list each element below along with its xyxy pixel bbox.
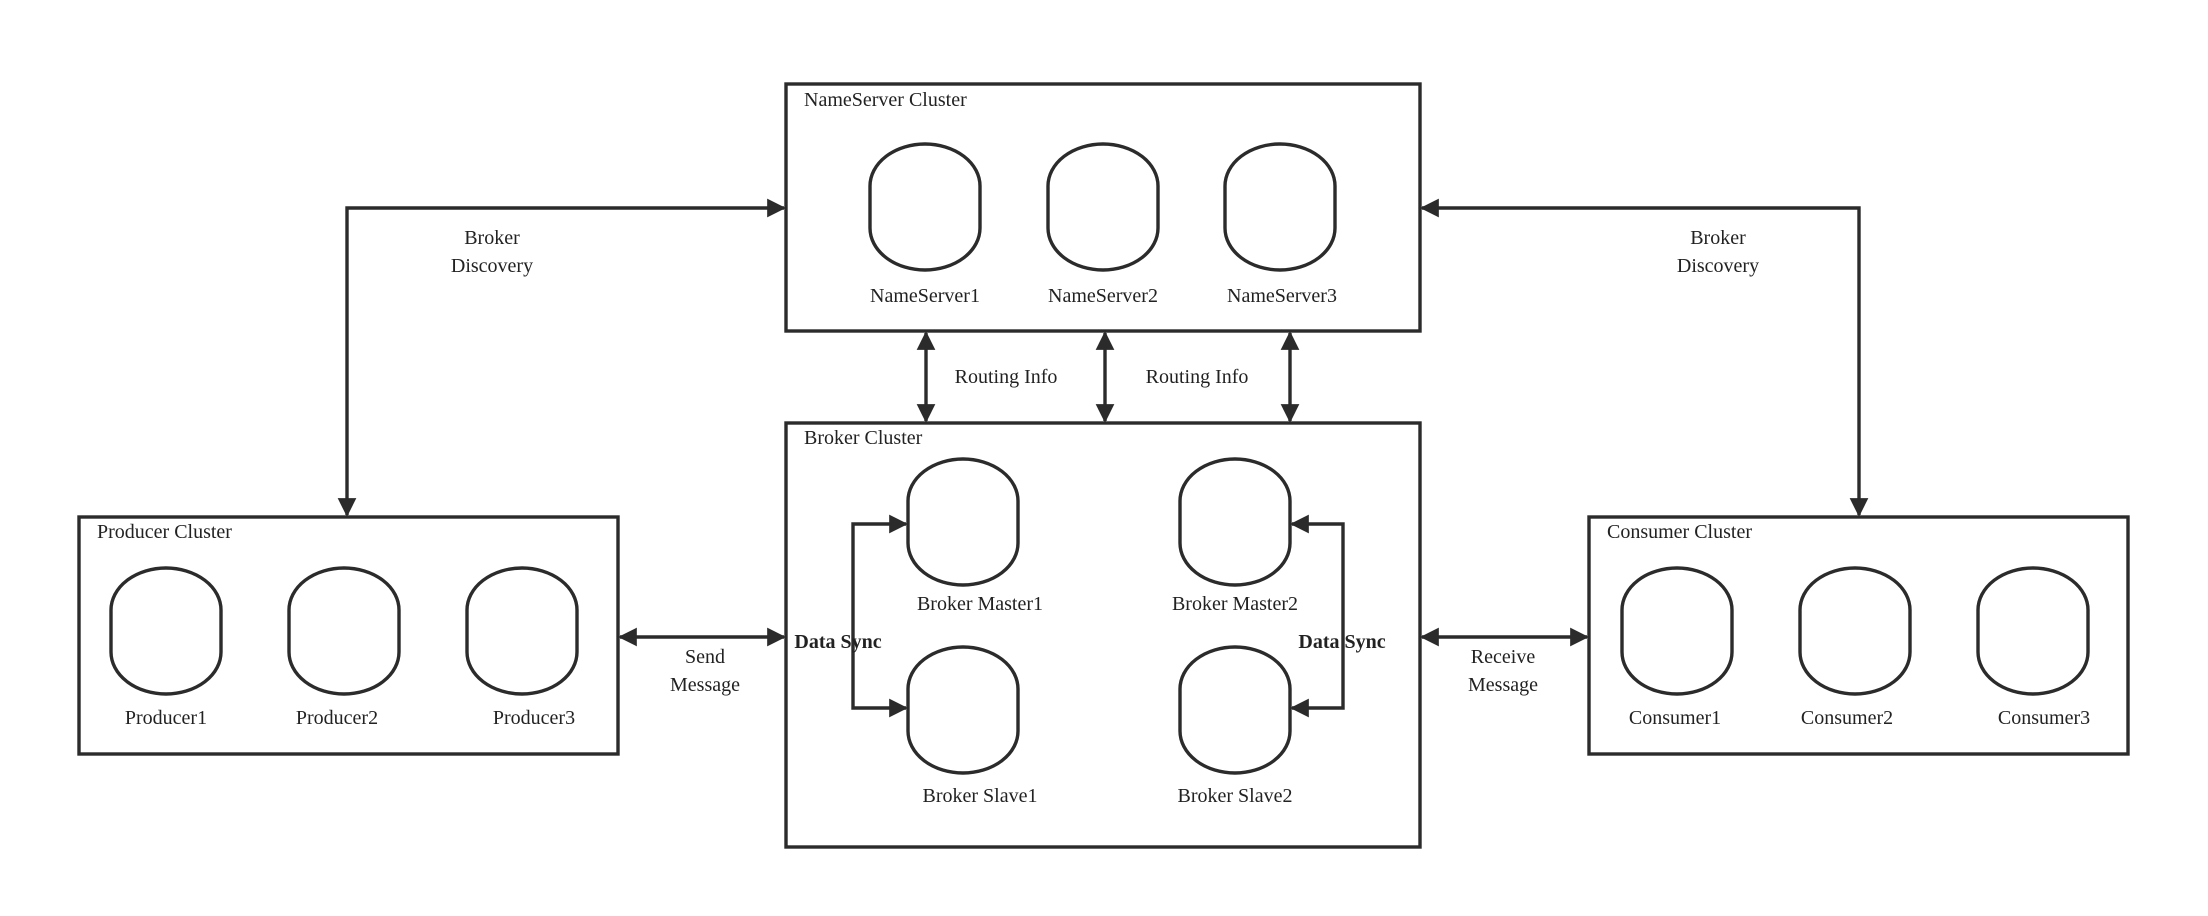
consumer3-label: Consumer3 xyxy=(1998,707,2090,729)
routing-info-label-1: Routing Info xyxy=(955,366,1058,388)
send-message-label-line1: Send xyxy=(685,646,725,668)
nameserver-cluster-box xyxy=(784,82,1422,333)
receive-message-label-line2: Message xyxy=(1468,674,1538,696)
broker-cluster: Broker Cluster Broker Master1 Broker Sla… xyxy=(784,421,1422,849)
producer1-label: Producer1 xyxy=(125,707,207,729)
nameserver2-label: NameServer2 xyxy=(1048,285,1158,307)
producer-cluster-title: Producer Cluster xyxy=(97,521,232,543)
producer2-label: Producer2 xyxy=(296,707,378,729)
producer1-node xyxy=(109,566,223,696)
consumer2-node xyxy=(1798,566,1912,696)
broker-cluster-box xyxy=(784,421,1422,849)
consumer1-node xyxy=(1620,566,1734,696)
producer-cluster: Producer Cluster Producer1 Producer2 Pro… xyxy=(77,515,620,756)
broker-discovery-right-arrow xyxy=(1420,198,1869,517)
producer2-node xyxy=(287,566,401,696)
broker-master2-label: Broker Master2 xyxy=(1172,593,1298,615)
consumer-cluster: Consumer Cluster Consumer1 Consumer2 Con… xyxy=(1587,515,2130,756)
consumer-cluster-title: Consumer Cluster xyxy=(1607,521,1752,543)
data-sync-left-arrow xyxy=(851,514,908,718)
broker-slave1-node xyxy=(906,645,1020,775)
producer-cluster-box xyxy=(77,515,620,756)
broker-discovery-left-label-line1: Broker xyxy=(464,227,520,249)
broker-discovery-right-label-line2: Discovery xyxy=(1677,255,1759,277)
nameserver3-label: NameServer3 xyxy=(1227,285,1337,307)
broker-master1-node xyxy=(906,457,1020,587)
broker-master1-label: Broker Master1 xyxy=(917,593,1043,615)
consumer3-node xyxy=(1976,566,2090,696)
nameserver-cluster: NameServer Cluster NameServer1 NameServe… xyxy=(784,82,1422,333)
send-message-label-line2: Message xyxy=(670,674,740,696)
consumer-cluster-box xyxy=(1587,515,2130,756)
nameserver1-node xyxy=(868,142,982,272)
broker-cluster-title: Broker Cluster xyxy=(804,427,923,449)
broker-discovery-right-label-line1: Broker xyxy=(1690,227,1746,249)
consumer1-label: Consumer1 xyxy=(1629,707,1721,729)
producer3-node xyxy=(465,566,579,696)
broker-master2-node xyxy=(1178,457,1292,587)
receive-message-label-line1: Receive xyxy=(1471,646,1536,668)
nameserver1-label: NameServer1 xyxy=(870,285,980,307)
routing-info-label-2: Routing Info xyxy=(1146,366,1249,388)
data-sync-left-label: Data Sync xyxy=(794,631,881,653)
producer3-label: Producer3 xyxy=(493,707,575,729)
broker-slave1-label: Broker Slave1 xyxy=(923,785,1038,807)
data-sync-right-arrow xyxy=(1290,514,1345,718)
data-sync-right-label: Data Sync xyxy=(1298,631,1385,653)
broker-slave2-label: Broker Slave2 xyxy=(1178,785,1293,807)
nameserver-cluster-title: NameServer Cluster xyxy=(804,89,967,111)
consumer2-label: Consumer2 xyxy=(1801,707,1893,729)
nameserver2-node xyxy=(1046,142,1160,272)
broker-discovery-left-label-line2: Discovery xyxy=(451,255,533,277)
nameserver3-node xyxy=(1223,142,1337,272)
broker-discovery-left-arrow xyxy=(337,198,786,517)
broker-slave2-node xyxy=(1178,645,1292,775)
